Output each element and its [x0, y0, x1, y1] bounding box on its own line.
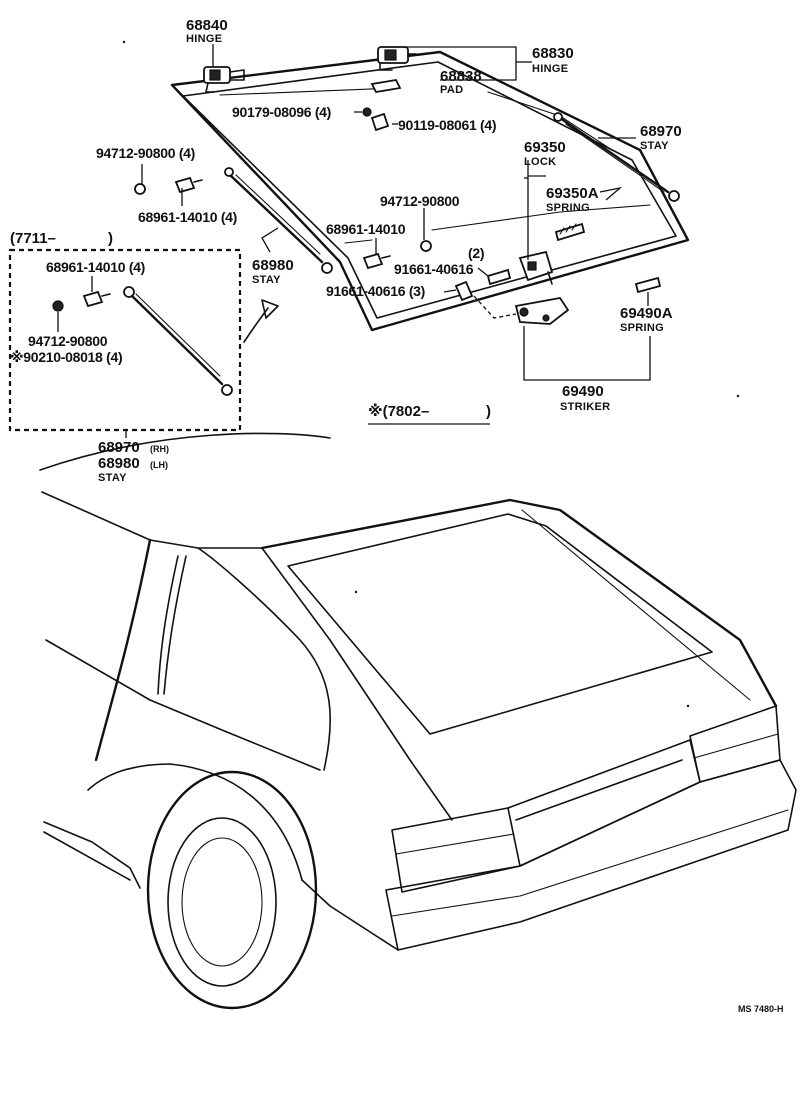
- drawing-code: MS 7480-H: [738, 1004, 784, 1014]
- label-68980-name: STAY: [252, 274, 281, 286]
- stay-lh-part: 68980: [98, 455, 140, 472]
- stay-rh-suffix: (RH): [150, 444, 169, 454]
- label-68970-name: STAY: [640, 140, 669, 152]
- note-date-close: ): [486, 403, 491, 420]
- label-91661-b: 91661-40616 (3): [326, 283, 425, 299]
- label-90179: 90179-08096 (4): [232, 104, 331, 120]
- label-68961-qty: 68961-14010 (4): [138, 209, 237, 225]
- inset-stud-label: 68961-14010 (4): [46, 259, 145, 275]
- inset-box: [8, 248, 279, 438]
- hinge-68840-part: [203, 66, 245, 93]
- label-94712: 94712-90800: [380, 193, 460, 209]
- pad-68838-part: [370, 79, 402, 93]
- stay-rh-part: 68970: [98, 439, 140, 456]
- hinge-68830-part: [377, 46, 417, 71]
- fasteners-hinge: [362, 107, 390, 132]
- label-69350A-part: 69350A: [546, 185, 599, 202]
- label-94712-qty: 94712-90800 (4): [96, 145, 195, 161]
- inset-date-close: ): [108, 230, 113, 247]
- stay-lh-suffix: (LH): [150, 460, 168, 470]
- label-68970-part: 68970: [640, 123, 682, 140]
- callout-labels: 68840 HINGE 68830 HINGE 68838 PAD 90179-…: [10, 17, 784, 1014]
- label-91661-a: 91661-40616: [394, 261, 474, 277]
- inset-date: (7711–: [10, 230, 56, 247]
- label-69490A-part: 69490A: [620, 305, 673, 322]
- label-68961: 68961-14010: [326, 221, 406, 237]
- label-68838-part: 68838: [440, 68, 482, 85]
- back-door-panel: [170, 50, 690, 332]
- scan-specks: [122, 40, 740, 708]
- label-90119: 90119-08061 (4): [398, 117, 496, 133]
- label-91661-qty2: (2): [468, 245, 484, 261]
- car-body: [39, 432, 797, 1010]
- inset-washer-label: 94712-90800: [28, 333, 108, 349]
- striker-dashed-leader: [473, 295, 517, 319]
- label-69350-part: 69350: [524, 139, 566, 156]
- label-68830-name: HINGE: [532, 63, 568, 75]
- label-68838-name: PAD: [440, 84, 463, 96]
- stay-68980-part: [224, 167, 333, 274]
- leader-lines: [141, 44, 651, 381]
- label-68840-part: 68840: [186, 17, 228, 34]
- inset-bolt-label: ※90210-08018 (4): [10, 349, 122, 365]
- label-69350-name: LOCK: [524, 156, 556, 168]
- bolts-91661-part: [454, 268, 512, 302]
- stay-name: STAY: [98, 472, 127, 484]
- stay-68970-part: [553, 112, 680, 202]
- stud-washer-main: [134, 176, 432, 270]
- label-69490-part: 69490: [562, 383, 604, 400]
- label-68830-part: 68830: [532, 45, 574, 62]
- label-69490-name: STRIKER: [560, 401, 610, 413]
- spring-69490A-part: [634, 276, 662, 294]
- label-69490A-name: SPRING: [620, 322, 664, 334]
- spring-69350A-part: [554, 222, 586, 242]
- label-68840-name: HINGE: [186, 33, 222, 45]
- label-68980-part: 68980: [252, 257, 294, 274]
- note-date: ※(7802–: [368, 402, 429, 420]
- striker-69490-part: [514, 297, 570, 325]
- label-69350A-name: SPRING: [546, 202, 590, 214]
